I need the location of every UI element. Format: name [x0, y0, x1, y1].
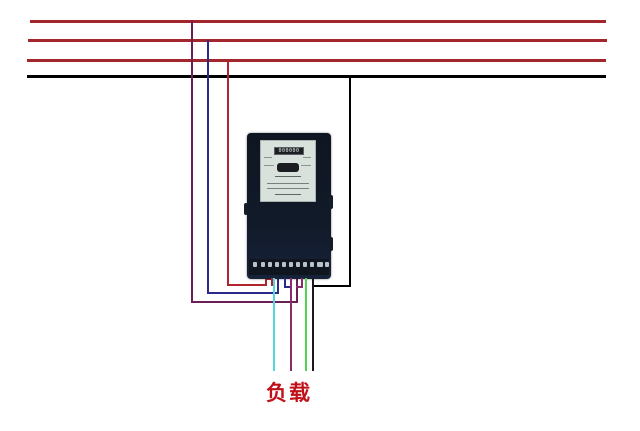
load-line-black: [312, 278, 314, 371]
meter-counter: 000000: [274, 147, 304, 155]
meter-terminal-block: [249, 259, 329, 275]
tap-l3-vertical: [227, 61, 229, 286]
meter-display-window: 000000: [260, 140, 316, 202]
load-line-cyan: [273, 278, 275, 371]
terminal: [268, 262, 272, 267]
tap-l1-vertical: [191, 21, 193, 303]
connector-loop: [296, 286, 303, 288]
terminal: [253, 262, 257, 267]
tap-neutral-vertical: [349, 77, 351, 287]
connector-loop: [271, 278, 273, 286]
meter-text-line: [275, 194, 301, 195]
terminal: [282, 262, 286, 267]
tap-l3-loop: [265, 278, 273, 280]
connector-loop: [301, 278, 303, 288]
load-label: 负载: [266, 381, 312, 405]
tap-l1-horizontal: [191, 301, 298, 303]
terminal: [317, 262, 323, 267]
connector-loop: [284, 278, 286, 288]
load-line-purple: [290, 278, 292, 371]
meter-side-bump: [329, 195, 333, 209]
terminal: [325, 262, 329, 267]
meter-text-line: [264, 165, 274, 166]
energy-meter: 000000: [244, 133, 333, 279]
tap-l3-horizontal: [227, 284, 267, 286]
meter-text-line: [301, 165, 311, 166]
meter-text-line: [303, 157, 311, 158]
tap-l2-up: [277, 278, 279, 294]
terminal: [296, 262, 300, 267]
terminal: [310, 262, 314, 267]
terminal: [275, 262, 279, 267]
meter-side-bump: [244, 203, 248, 215]
tap-l1-up: [296, 278, 298, 303]
meter-side-bump: [329, 237, 333, 251]
connector-loop: [284, 286, 291, 288]
meter-text-line: [267, 183, 309, 184]
tap-l2-vertical: [207, 40, 209, 294]
phase-line-l3: [27, 59, 606, 62]
load-line-green: [305, 278, 307, 371]
tap-l2-horizontal: [207, 292, 279, 294]
tap-l3-up: [265, 278, 267, 286]
meter-rotor-disc: [277, 163, 299, 172]
terminal: [261, 262, 265, 267]
tap-neutral-horizontal: [314, 285, 351, 287]
terminal: [303, 262, 307, 267]
meter-text-line: [275, 176, 301, 177]
phase-line-l2: [28, 39, 607, 42]
meter-text-line: [264, 157, 272, 158]
neutral-line: [27, 75, 606, 78]
terminal: [289, 262, 293, 267]
phase-line-l1: [30, 20, 606, 23]
meter-text-line: [267, 188, 309, 189]
